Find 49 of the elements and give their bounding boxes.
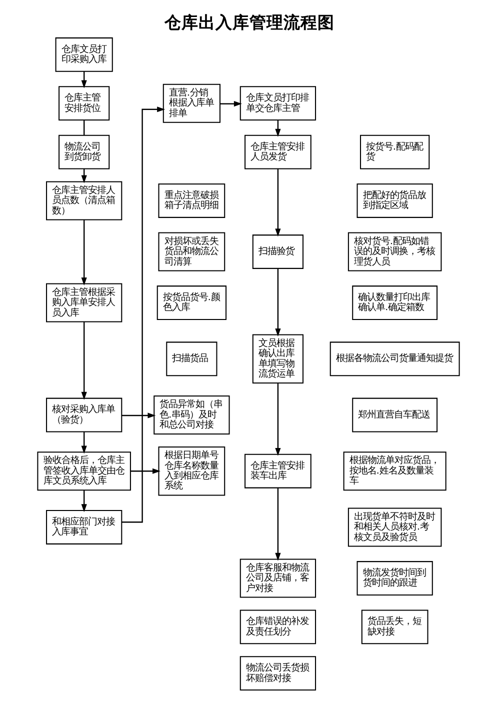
node-box: 按货号.配码配货 [360, 134, 430, 170]
node-box: 核对货号.配码如错误的及时调换，考核理货人员 [347, 232, 442, 272]
arrow [121, 106, 165, 523]
arrow [274, 120, 280, 137]
node-box: 按货品货号.颜色入库 [156, 286, 226, 320]
diagram-title: 仓库出入库管理流程图 [164, 12, 334, 32]
node-box: 仓库主管安排货位 [58, 86, 110, 121]
node-box: 仓库客服和物流公司及店铺，客户对接 [239, 558, 316, 598]
arrow [80, 322, 86, 400]
node-box: 和相应部门对接入库事宜 [46, 510, 122, 544]
node-box: 物流公司到货卸货 [58, 134, 110, 170]
node-box: 仓库文员打印排单交仓库主管 [239, 86, 316, 121]
node-box: 仓库主管根据采购入库单安排人员入库 [46, 283, 122, 322]
arrow [80, 220, 86, 286]
node-box: 仓库主管安排人员发货 [244, 134, 311, 170]
node-box: 确认数量打印出库确认单.确定箱数 [352, 286, 438, 320]
node-box: 根据物流单对应货品，按地名.姓名及数量装车 [342, 452, 446, 491]
node-box: 文员根据确认出库单填写物流货运单 [252, 334, 303, 384]
node-box: 仓库错误的补发及责任划分 [239, 610, 316, 644]
connector [82, 120, 84, 136]
arrow [274, 168, 280, 237]
node-box: 仓库主管安排人员点数（清点箱数） [46, 181, 122, 220]
node-box: 对损坏或丢失货品和物流公司清算 [158, 232, 225, 272]
node-box: 出现货单不符时及时和相关人员核对.考核文员及验货员 [347, 508, 442, 547]
node-box: 直营.分销根据入库单排单 [162, 84, 220, 123]
node-box: 扫描验货 [252, 234, 303, 269]
node-box: 验收合格后，仓库主管签收入库单交由仓库文员系统入库 [36, 452, 130, 491]
arrow [80, 71, 86, 88]
arrow [80, 490, 86, 512]
node-box: 物流发货时间到货时间的跟进 [356, 561, 432, 596]
node-box: 仓库文员打印采购入库 [54, 37, 112, 72]
node-box: 货品丢失，短缺对接 [360, 610, 428, 644]
node-box: 重点注意破损箱子清点明细 [158, 184, 225, 218]
arrow [274, 383, 280, 456]
node-box: 核对采购入库单（验货） [46, 398, 122, 432]
arrow [121, 412, 156, 418]
node-box: 仓库主管安排装车出库 [244, 454, 311, 488]
arrow [130, 468, 160, 474]
arrow [274, 488, 280, 561]
node-box: 根据日期单号仓库名称数量入到相应仓库系统 [158, 446, 225, 496]
arrow [220, 101, 242, 107]
node-box: 根据各物流公司货量通知提货 [329, 342, 460, 376]
node-box: 物流公司丢货损坏赔偿对接 [239, 656, 316, 691]
node-box: 把配好的货品放到指定区域 [356, 184, 432, 218]
node-box: 扫描货品 [166, 342, 217, 376]
arrow [80, 432, 86, 454]
arrow [274, 268, 280, 337]
node-box: 郑州直营自车配送 [352, 398, 438, 432]
node-box: 货品异常如（串色.串码）及时和总公司对接 [153, 395, 230, 435]
